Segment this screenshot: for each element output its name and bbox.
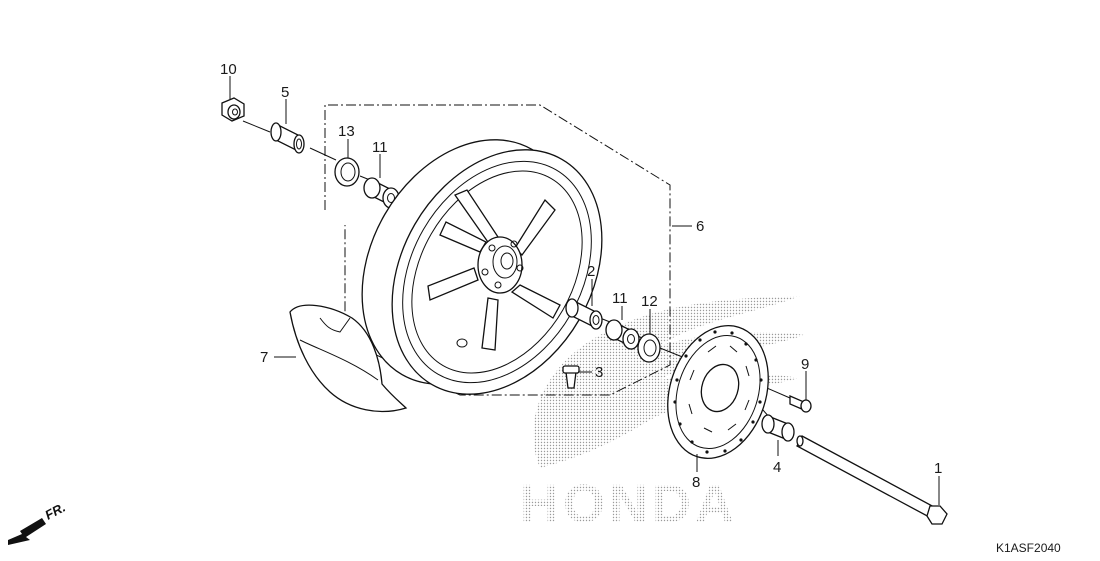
part-11-bearing-upper[interactable] bbox=[363, 177, 400, 209]
valve-hole bbox=[456, 338, 468, 348]
label-part-11-lower: 11 bbox=[612, 290, 628, 307]
watermark-text: HONDA bbox=[520, 474, 738, 534]
label-part-2: 2 bbox=[587, 263, 595, 280]
label-part-1: 1 bbox=[934, 460, 942, 477]
label-part-10: 10 bbox=[220, 61, 237, 78]
part-11-bearing-lower[interactable] bbox=[605, 319, 640, 350]
part-6-front-wheel[interactable] bbox=[320, 102, 645, 432]
part-9-disc-bolt[interactable] bbox=[789, 395, 812, 413]
front-direction-arrow: FR. bbox=[8, 500, 68, 545]
wheel-hub bbox=[477, 236, 524, 294]
part-13-dust-seal[interactable] bbox=[334, 157, 360, 187]
label-part-7: 7 bbox=[260, 349, 268, 366]
leader-lines bbox=[229, 76, 940, 505]
label-part-3: 3 bbox=[595, 364, 603, 381]
label-part-9: 9 bbox=[801, 356, 809, 373]
part-7-fender[interactable] bbox=[289, 304, 408, 413]
label-part-4: 4 bbox=[773, 459, 781, 476]
disc-slots bbox=[688, 345, 750, 433]
part-12-dust-seal[interactable] bbox=[637, 333, 661, 363]
label-part-13: 13 bbox=[338, 123, 355, 140]
part-1-axle[interactable] bbox=[796, 435, 948, 525]
part-8-brake-disc[interactable] bbox=[651, 312, 784, 471]
diagram-code: K1ASF2040 bbox=[996, 541, 1061, 555]
label-part-11-upper: 11 bbox=[372, 139, 388, 156]
part-4-side-collar[interactable] bbox=[761, 414, 795, 442]
label-part-12: 12 bbox=[641, 293, 658, 310]
part-10-nut[interactable] bbox=[221, 97, 245, 122]
part-2-distance-collar[interactable] bbox=[565, 298, 603, 330]
part-3-valve[interactable] bbox=[562, 365, 580, 389]
label-part-6: 6 bbox=[696, 218, 704, 235]
label-part-5: 5 bbox=[281, 84, 289, 101]
direction-label: FR. bbox=[42, 500, 68, 523]
label-part-8: 8 bbox=[692, 474, 700, 491]
disc-holes bbox=[673, 330, 763, 454]
part-5-collar[interactable] bbox=[270, 122, 305, 154]
